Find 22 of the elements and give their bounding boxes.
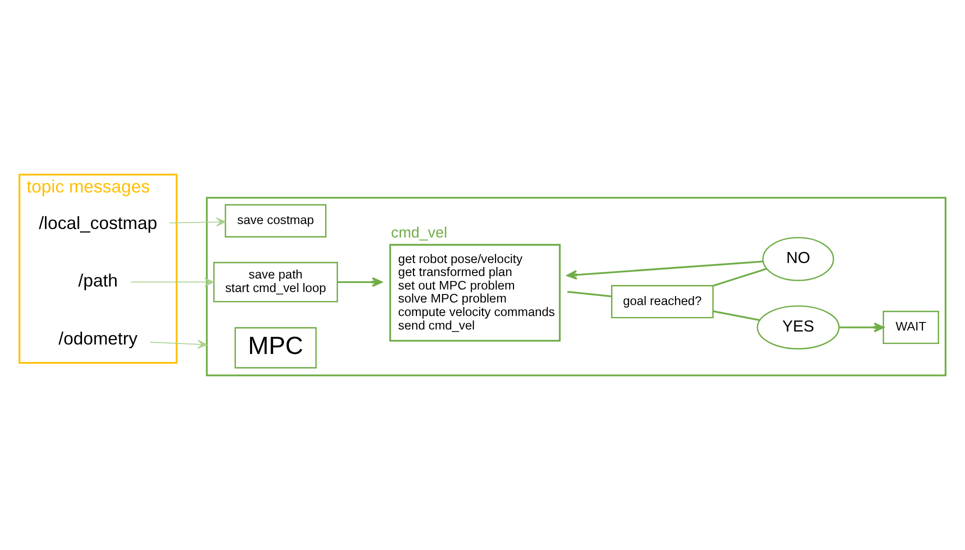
node-text: /path (78, 270, 118, 291)
arrow (839, 322, 884, 332)
node-box: goal reached? (611, 284, 714, 318)
arrow (150, 340, 208, 349)
arrow (130, 278, 214, 287)
connector (712, 268, 768, 287)
connector (713, 310, 760, 321)
node-ellipse: YES (756, 305, 840, 350)
node-box: WAIT (882, 310, 940, 344)
node-box: get robot pose/velocity get transformed plan set out MPC problem solve MPC problem compute velocity commands send cmd_vel (389, 244, 561, 342)
connector (567, 290, 612, 298)
node-box: save path start cmd_vel loop (213, 262, 338, 302)
node-text: /odometry (58, 328, 138, 348)
node-box: save costmap (224, 204, 326, 238)
arrow (566, 260, 764, 280)
node-box: MPC (234, 327, 317, 368)
arrow (169, 218, 226, 226)
arrow (338, 277, 382, 287)
node-ellipse: NO (762, 236, 834, 282)
node-text: /local_costmap (38, 212, 158, 233)
node-label: cmd_vel (391, 224, 448, 242)
cluster (206, 196, 946, 376)
